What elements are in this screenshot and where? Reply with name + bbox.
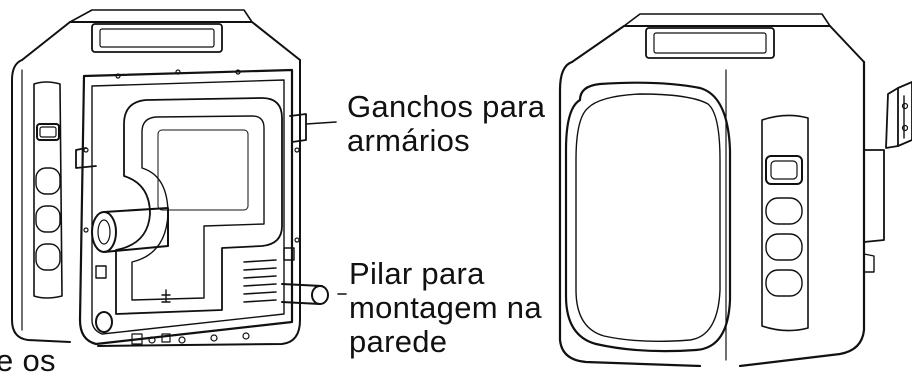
label-wall-mount-pillar: Pilar para montagem na parede: [349, 257, 542, 359]
label-cabinet-hooks-line-1: Ganchos para: [347, 89, 546, 124]
label-wall-mount-pillar-line-3: parede: [349, 324, 448, 359]
label-wall-mount-pillar-line-2: montagem na: [349, 290, 542, 325]
label-wall-mount-pillar-line-1: Pilar para: [349, 256, 485, 291]
label-partial-cropped: e os: [0, 343, 56, 378]
wall-bracket: [885, 81, 912, 149]
illustration: [11, 9, 912, 367]
label-cabinet-hooks-line-2: armários: [347, 123, 470, 158]
diagram: Ganchos para armários Pilar para montage…: [0, 9, 912, 378]
unit-rear-view: [11, 9, 347, 347]
label-cabinet-hooks: Ganchos para armários: [347, 90, 545, 158]
unit-front-view: [558, 13, 885, 367]
